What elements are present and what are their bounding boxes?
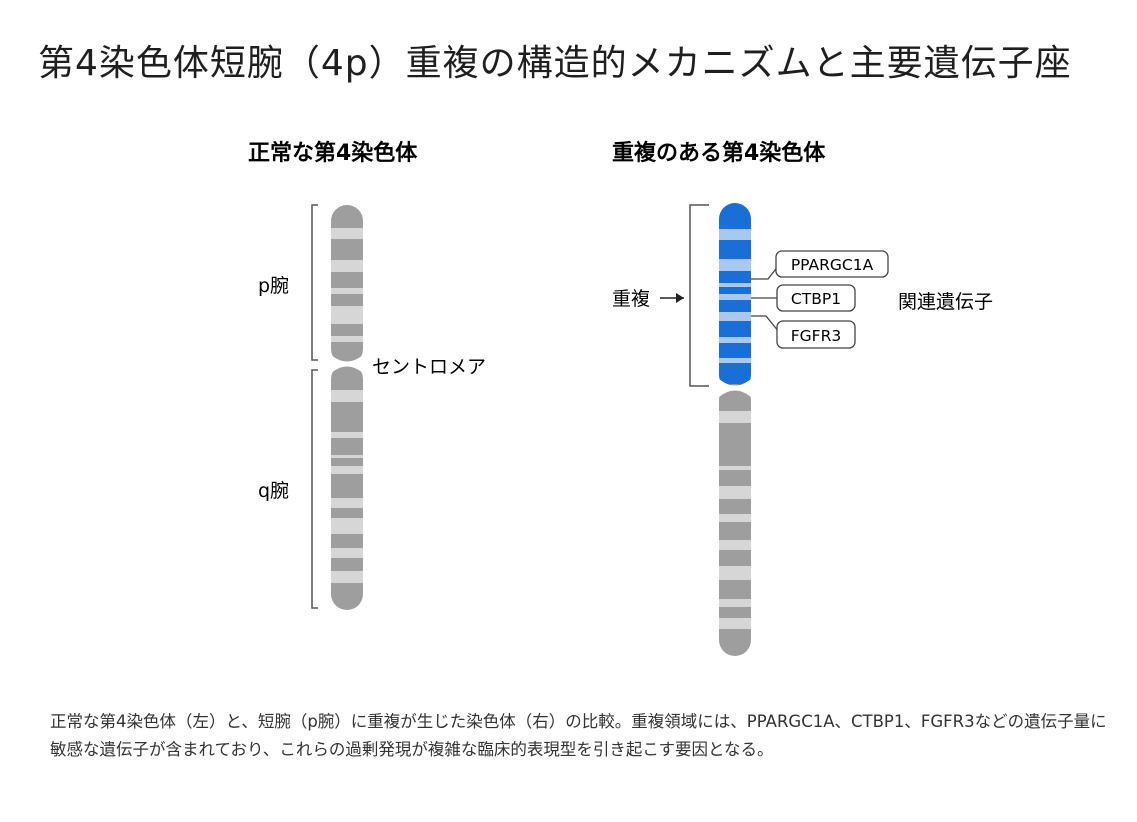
normal-band: [331, 498, 363, 508]
q-arm-bracket: [311, 369, 318, 609]
duplicated-band: [719, 411, 751, 423]
normal-p-arm: [331, 205, 363, 365]
duplicated-band: [719, 466, 751, 470]
duplicated-band: [719, 259, 751, 271]
normal-chromosome: [331, 205, 363, 610]
p-arm-label: p腕: [258, 275, 289, 297]
gene-callout-3: FGFR3: [751, 315, 856, 349]
duplicated-band: [719, 618, 751, 629]
duplicated-band: [719, 486, 751, 499]
figure-caption: 正常な第4染色体（左）と、短腕（p腕）に重複が生じた染色体（右）の比較。重複領域…: [50, 712, 1107, 759]
duplication-label: 重複: [612, 288, 650, 310]
duplicated-centromere: [719, 379, 751, 397]
related-genes-label: 関連遺伝子: [898, 291, 993, 313]
gene-label: PPARGC1A: [791, 256, 874, 274]
duplicated-band: [719, 337, 751, 343]
normal-band: [331, 260, 363, 272]
normal-band: [331, 306, 363, 324]
normal-band: [331, 455, 363, 458]
duplicated-band: [719, 283, 751, 287]
chromosome-diagram: 正常な第4染色体 重複のある第4染色体 p腕 q腕 セントロメア: [248, 140, 993, 656]
normal-panel-heading: 正常な第4染色体: [248, 140, 418, 166]
normal-band: [331, 288, 363, 294]
duplicated-band: [719, 566, 751, 580]
normal-band: [331, 548, 363, 558]
normal-band: [331, 390, 363, 402]
duplicated-band: [719, 599, 751, 607]
centromere-label: セントロメア: [372, 356, 486, 378]
normal-band: [331, 228, 363, 239]
duplicated-chromosome: [719, 203, 751, 656]
normal-band: [331, 466, 363, 474]
duplicated-band: [719, 540, 751, 550]
p-arm-bracket: [311, 204, 318, 361]
duplicated-band: [719, 312, 751, 321]
normal-centromere: [331, 355, 363, 373]
normal-band: [331, 571, 363, 583]
duplicated-band: [719, 514, 751, 522]
duplication-bracket: [689, 204, 709, 387]
duplication-arrow: [660, 293, 684, 303]
gene-callout-2: CTBP1: [751, 284, 856, 312]
gene-label: FGFR3: [791, 327, 841, 345]
normal-band: [331, 432, 363, 438]
normal-band: [331, 518, 363, 534]
normal-band: [331, 336, 363, 342]
page-title: 第4染色体短腕（4p）重複の構造的メカニズムと主要遺伝子座: [38, 43, 1072, 84]
duplicated-panel-heading: 重複のある第4染色体: [612, 140, 826, 166]
duplicated-band: [719, 358, 751, 363]
gene-callout-1: PPARGC1A: [751, 250, 889, 280]
gene-label: CTBP1: [791, 290, 841, 308]
duplicated-band: [719, 294, 751, 300]
q-arm-label: q腕: [258, 480, 289, 502]
duplicated-band: [719, 229, 751, 240]
